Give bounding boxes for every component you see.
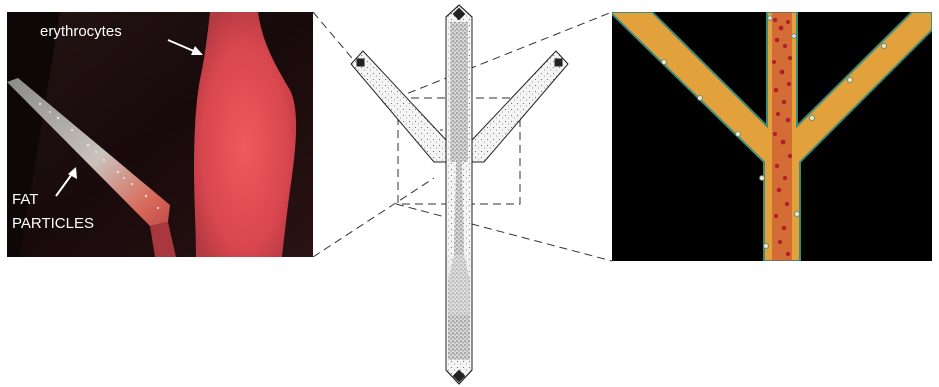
right-arm-port — [555, 59, 562, 66]
lower-transition — [446, 255, 472, 315]
connector-right-top — [396, 12, 612, 98]
channel-schematic — [351, 5, 568, 384]
fat-label-line2: PARTICLES — [12, 215, 94, 232]
fat-label-line1: FAT — [12, 191, 38, 208]
connector-left-bottom — [313, 178, 434, 257]
erythrocytes-label: erythrocytes — [40, 23, 122, 40]
left-photo-panel: erythrocytes FAT PARTICLES — [7, 12, 313, 257]
upper-dense-stream — [450, 22, 468, 162]
left-arm-port — [357, 59, 364, 66]
red-cell-stream — [772, 12, 792, 261]
connector-right-bottom — [396, 204, 612, 261]
right-simulation-panel — [612, 12, 932, 261]
